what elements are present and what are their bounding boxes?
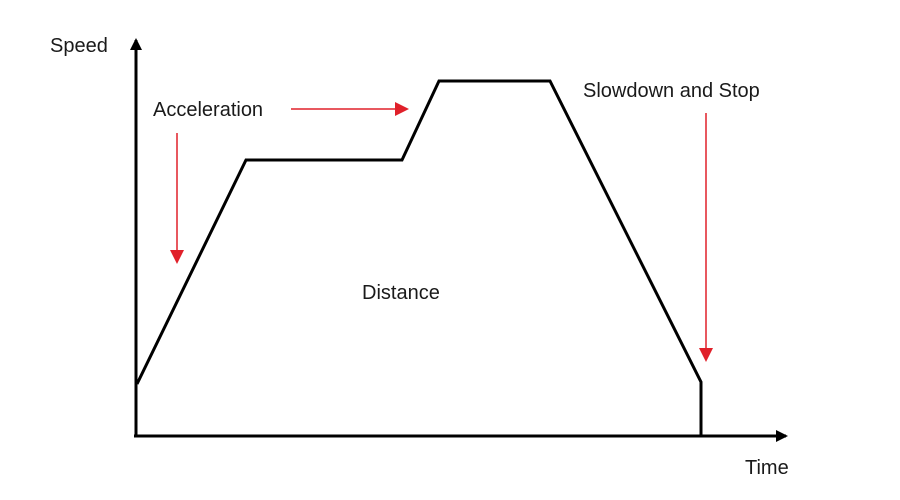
y-axis-label: Speed (50, 35, 108, 57)
acceleration-label: Acceleration (153, 99, 263, 121)
x-axis-label: Time (745, 457, 789, 479)
distance-label: Distance (362, 282, 440, 304)
speed-profile-line (135, 79, 703, 436)
slowdown-label: Slowdown and Stop (583, 80, 760, 102)
